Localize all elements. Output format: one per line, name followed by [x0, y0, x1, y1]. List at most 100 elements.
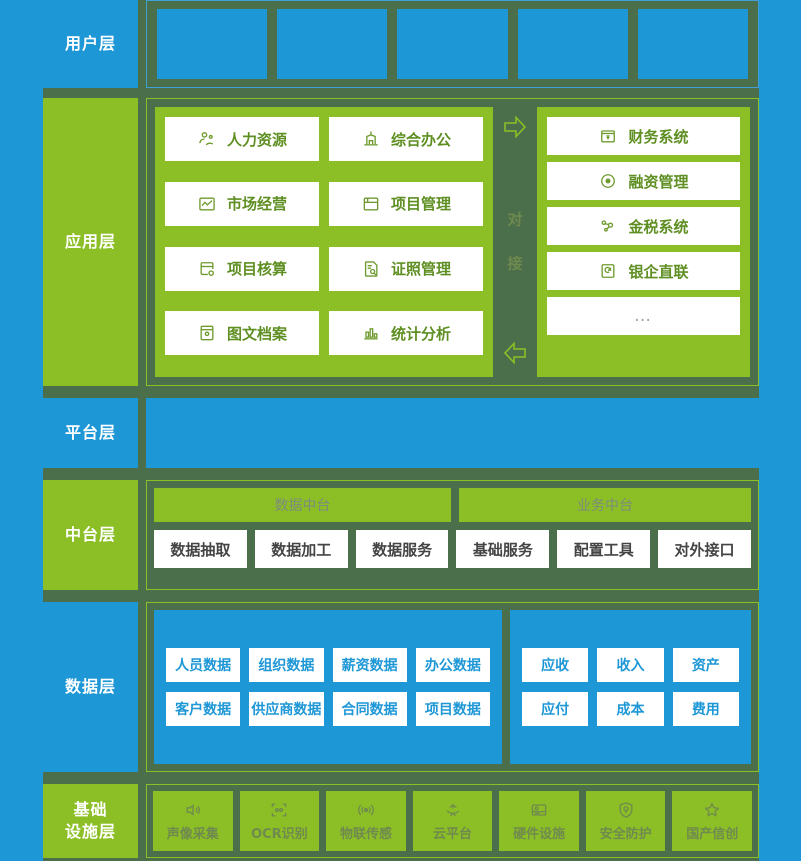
docking-label: 对 接	[507, 199, 522, 286]
arrow-left-icon	[502, 339, 528, 371]
data-chip-supplier[interactable]: 供应商数据	[249, 692, 324, 726]
app-tile-more[interactable]: …	[547, 297, 740, 335]
server-icon	[529, 800, 549, 820]
data-chip-organization[interactable]: 组织数据	[249, 648, 324, 682]
signal-wave-icon	[356, 800, 376, 820]
user-box[interactable]	[397, 9, 508, 79]
star-badge-icon	[702, 800, 722, 820]
middle-header-business-platform: 业务中台	[459, 488, 751, 522]
tax-nodes-icon	[598, 216, 618, 236]
folder-project-icon	[361, 194, 381, 214]
platform-panel[interactable]	[146, 398, 759, 468]
coin-circle-icon	[598, 171, 618, 191]
data-chip-customer[interactable]: 客户数据	[166, 692, 241, 726]
data-chip-project[interactable]: 项目数据	[415, 692, 490, 726]
layer-application-content: 人力资源 综合办公 市场经营 项目管理	[146, 98, 759, 386]
middle-button-basic-service[interactable]: 基础服务	[456, 530, 550, 568]
data-chip-contract[interactable]: 合同数据	[332, 692, 407, 726]
data-chip-expense[interactable]: 费用	[672, 692, 739, 726]
app-tile-label: 融资管理	[628, 172, 689, 191]
infra-item-label: 云平台	[433, 827, 473, 842]
middle-button-config-tool[interactable]: 配置工具	[557, 530, 651, 568]
app-tile-human-resources[interactable]: 人力资源	[165, 117, 319, 161]
cloud-icon	[443, 800, 463, 820]
app-tile-statistical-analysis[interactable]: 统计分析	[329, 311, 483, 356]
user-box[interactable]	[637, 9, 749, 79]
data-chip-salary[interactable]: 薪资数据	[332, 648, 407, 682]
layer-middle-platform-content: 数据中台 业务中台 数据抽取 数据加工 数据服务 基础服务 配置工具 对外接口	[146, 480, 759, 590]
shield-icon	[616, 800, 636, 820]
infrastructure-panel: 声像采集 OCR识别 物联传感 云平台	[146, 784, 759, 858]
office-building-icon	[361, 129, 381, 149]
app-tile-market-operations[interactable]: 市场经营	[165, 181, 319, 226]
data-chip-receivable[interactable]: 应收	[522, 648, 589, 682]
user-boxes-container	[146, 0, 759, 88]
data-group-right: 应收 收入 资产 应付 成本 费用	[510, 610, 751, 764]
infra-item-ocr-recognition[interactable]: OCR识别	[239, 791, 320, 851]
layer-platform-content	[146, 398, 759, 468]
data-chip-personnel[interactable]: 人员数据	[166, 648, 241, 682]
arrow-right-icon	[502, 113, 528, 145]
certificate-icon	[361, 259, 381, 279]
layer-data-content: 人员数据 组织数据 薪资数据 办公数据 客户数据 供应商数据 合同数据 项目数据	[146, 602, 759, 772]
infra-item-security-protection[interactable]: 安全防护	[585, 791, 666, 851]
user-box[interactable]	[517, 9, 628, 79]
infra-item-domestic-innovation[interactable]: 国产信创	[672, 791, 753, 851]
data-chip-payable[interactable]: 应付	[522, 692, 589, 726]
middle-platform-headers: 数据中台 业务中台	[154, 488, 751, 522]
app-tile-finance-system[interactable]: 财务系统	[547, 117, 740, 155]
app-tile-label: 银企直联	[628, 262, 689, 281]
app-tile-label: 综合办公	[390, 130, 451, 149]
application-left-grid: 人力资源 综合办公 市场经营 项目管理	[155, 107, 493, 377]
bar-chart-icon	[361, 323, 381, 343]
layer-data: 数据层 人员数据 组织数据 薪资数据 办公数据 客户数据 供应商数据	[43, 602, 759, 772]
data-chip-income[interactable]: 收入	[597, 648, 664, 682]
app-tile-project-accounting[interactable]: 项目核算	[165, 246, 319, 291]
layer-middle-platform: 中台层 数据中台 业务中台 数据抽取 数据加工 数据服务 基础服务 配置工具 对…	[43, 480, 759, 590]
infra-item-cloud-platform[interactable]: 云平台	[412, 791, 493, 851]
app-tile-label: 图文档案	[226, 324, 287, 343]
ocr-scan-icon	[269, 800, 289, 820]
user-box[interactable]	[157, 9, 268, 79]
app-tile-bank-enterprise-link[interactable]: 银企直联	[547, 252, 740, 290]
middle-button-data-service[interactable]: 数据服务	[355, 530, 449, 568]
layer-label-infrastructure-line2: 设施层	[64, 822, 116, 841]
data-chip-cost[interactable]: 成本	[597, 692, 664, 726]
data-chip-office[interactable]: 办公数据	[415, 648, 490, 682]
data-row: 人员数据 组织数据 薪资数据 办公数据	[166, 648, 490, 682]
app-tile-graphic-archives[interactable]: 图文档案	[165, 311, 319, 356]
application-right-list: 财务系统 融资管理 金税系统 银企直联	[537, 107, 750, 377]
middle-platform-panel: 数据中台 业务中台 数据抽取 数据加工 数据服务 基础服务 配置工具 对外接口	[146, 480, 759, 590]
layer-user-content	[146, 0, 759, 88]
docking-connector: 对 接	[493, 107, 537, 377]
app-tile-financing-management[interactable]: 融资管理	[547, 162, 740, 200]
infra-item-audio-video-capture[interactable]: 声像采集	[153, 791, 233, 851]
app-tile-label: 金税系统	[628, 217, 689, 236]
middle-button-external-interface[interactable]: 对外接口	[658, 530, 751, 568]
infra-item-label: OCR识别	[251, 827, 308, 842]
app-tile-label: 证照管理	[390, 260, 451, 278]
infra-item-label: 硬件设施	[513, 827, 566, 842]
middle-button-data-processing[interactable]: 数据加工	[254, 530, 348, 568]
application-panel: 人力资源 综合办公 市场经营 项目管理	[146, 98, 759, 386]
infra-item-label: 国产信创	[686, 827, 739, 842]
data-chip-assets[interactable]: 资产	[672, 648, 739, 682]
app-tile-license-management[interactable]: 证照管理	[329, 246, 483, 291]
infra-item-hardware-facilities[interactable]: 硬件设施	[499, 791, 579, 851]
app-tile-comprehensive-office[interactable]: 综合办公	[329, 117, 483, 161]
speaker-icon	[183, 800, 203, 820]
calc-settings-icon	[197, 259, 217, 279]
layer-platform: 平台层	[43, 398, 759, 468]
layer-infrastructure-content: 声像采集 OCR识别 物联传感 云平台	[146, 784, 759, 858]
app-tile-project-management[interactable]: 项目管理	[329, 181, 483, 226]
middle-button-data-extraction[interactable]: 数据抽取	[154, 530, 247, 568]
app-tile-label: 人力资源	[226, 130, 287, 149]
data-group-left: 人员数据 组织数据 薪资数据 办公数据 客户数据 供应商数据 合同数据 项目数据	[154, 610, 502, 764]
app-tile-label: 统计分析	[390, 324, 451, 343]
middle-platform-buttons: 数据抽取 数据加工 数据服务 基础服务 配置工具 对外接口	[154, 530, 751, 568]
archive-book-icon	[197, 323, 217, 343]
infra-item-label: 安全防护	[599, 827, 652, 842]
user-box[interactable]	[277, 9, 388, 79]
infra-item-iot-sensing[interactable]: 物联传感	[326, 791, 406, 851]
app-tile-golden-tax-system[interactable]: 金税系统	[547, 207, 740, 245]
